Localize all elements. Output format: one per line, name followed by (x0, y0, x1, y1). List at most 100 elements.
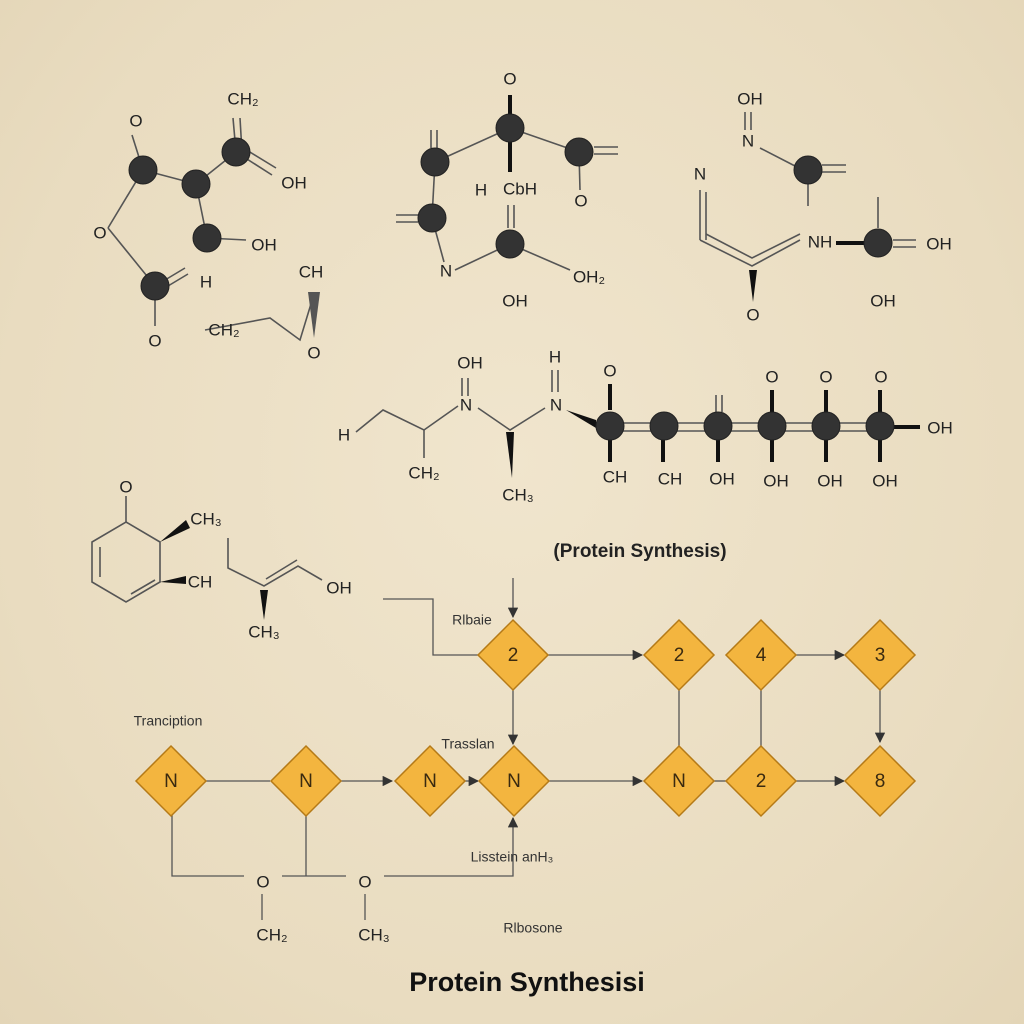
diagram-subtitle: (Protein Synthesis) (553, 541, 726, 562)
atom-label: O (93, 223, 106, 242)
atom-label: CH (299, 262, 324, 281)
node-bottom-3: N (393, 744, 467, 818)
molecule-a: CH₂ O OH O OH H O CH CH₂ O (93, 89, 323, 362)
flow-edges (171, 578, 886, 920)
svg-text:8: 8 (875, 771, 886, 792)
atom-label: N (460, 395, 472, 414)
wedge-bond (566, 410, 596, 428)
atom-label: O (129, 111, 142, 130)
svg-text:N: N (299, 771, 313, 792)
atom (811, 411, 841, 441)
atom (865, 411, 895, 441)
svg-text:3: 3 (875, 645, 886, 666)
svg-text:N: N (164, 771, 178, 792)
atom-label: CH₂ (208, 320, 239, 339)
atom (495, 113, 525, 143)
atom-label: O (874, 367, 887, 386)
atom-label: OH (502, 291, 528, 310)
atom-label: H (338, 425, 350, 444)
atom-label: CbH (503, 179, 537, 198)
atom-label: O (765, 367, 778, 386)
node-bottom-6: 2 (724, 744, 798, 818)
atom (703, 411, 733, 441)
node-bottom-4: N (477, 744, 551, 818)
atom (793, 155, 823, 185)
atom-label: N (742, 131, 754, 150)
group-o-left: O (256, 872, 269, 891)
atom (192, 223, 222, 253)
atom (649, 411, 679, 441)
label-ribose: Rlbaie (452, 612, 492, 628)
atom-label: O (603, 361, 616, 380)
atom (128, 155, 158, 185)
atom (221, 137, 251, 167)
atom-label: O (574, 191, 587, 210)
atom-label: O (307, 343, 320, 362)
svg-text:4: 4 (756, 645, 767, 666)
peptide-chain: OH N H N H CH₂ CH₃ O O O O CH CH OH OH O… (338, 347, 953, 504)
atom-label: OH (926, 234, 952, 253)
label-translation: Trasslan (441, 736, 494, 752)
atom-label: H (475, 180, 487, 199)
atom-label: O (819, 367, 832, 386)
label-transcription: Tranciption (134, 713, 203, 729)
atom-label: OH (817, 471, 843, 490)
group-ch3: CH₃ (358, 925, 389, 944)
wedge-bond (260, 590, 268, 620)
node-top-2: 2 (642, 618, 716, 692)
atom-label: OH (457, 353, 483, 372)
atom (757, 411, 787, 441)
svg-text:N: N (672, 771, 686, 792)
atom-label: H (549, 347, 561, 366)
label-ribosome: Rlbosone (503, 920, 562, 936)
node-top-3: 4 (724, 618, 798, 692)
wedge-bond (308, 292, 320, 338)
atom (140, 271, 170, 301)
svg-text:2: 2 (674, 645, 685, 666)
atom-label: O (148, 331, 161, 350)
group-o-right: O (358, 872, 371, 891)
node-top-4: 3 (843, 618, 917, 692)
wedge-bond (160, 576, 186, 584)
atom-label: O (503, 69, 516, 88)
atom (564, 137, 594, 167)
atom-label: CH₃ (502, 485, 533, 504)
label-listening: Lisstein anH₃ (471, 849, 554, 865)
molecule-c: OH N N NH OH O OH (694, 89, 952, 324)
wedge-bond (749, 270, 757, 302)
atom (417, 203, 447, 233)
wedge-bond (160, 520, 190, 542)
svg-text:2: 2 (756, 771, 767, 792)
atom-label: CH (603, 467, 628, 486)
atom-label: H (200, 272, 212, 291)
atom-label: OH (870, 291, 896, 310)
atom (495, 229, 525, 259)
molecule-small: OH CH₃ (227, 538, 352, 641)
atom-label: OH (737, 89, 763, 108)
atom-label: OH₂ (573, 267, 605, 286)
svg-text:N: N (423, 771, 437, 792)
atom-label: CH (188, 572, 213, 591)
svg-text:N: N (507, 771, 521, 792)
atom-label: CH₂ (408, 463, 439, 482)
atom-label: N (550, 395, 562, 414)
wedge-bond (506, 432, 514, 478)
atom-label: N (694, 164, 706, 183)
atom-label: CH₃ (190, 509, 221, 528)
atom-label: O (746, 305, 759, 324)
node-bottom-5: N (642, 744, 716, 818)
svg-text:2: 2 (508, 645, 519, 666)
diagram-title: Protein Synthesisi (409, 967, 645, 997)
node-top-1: 2 (476, 618, 550, 692)
atom-label: CH₃ (248, 622, 279, 641)
atom (595, 411, 625, 441)
atom-label: OH (709, 469, 735, 488)
atom-label: N (440, 261, 452, 280)
atom-label: O (119, 477, 132, 496)
atom (181, 169, 211, 199)
atom-label: OH (927, 418, 953, 437)
node-bottom-7: 8 (843, 744, 917, 818)
atom-label: OH (251, 235, 277, 254)
